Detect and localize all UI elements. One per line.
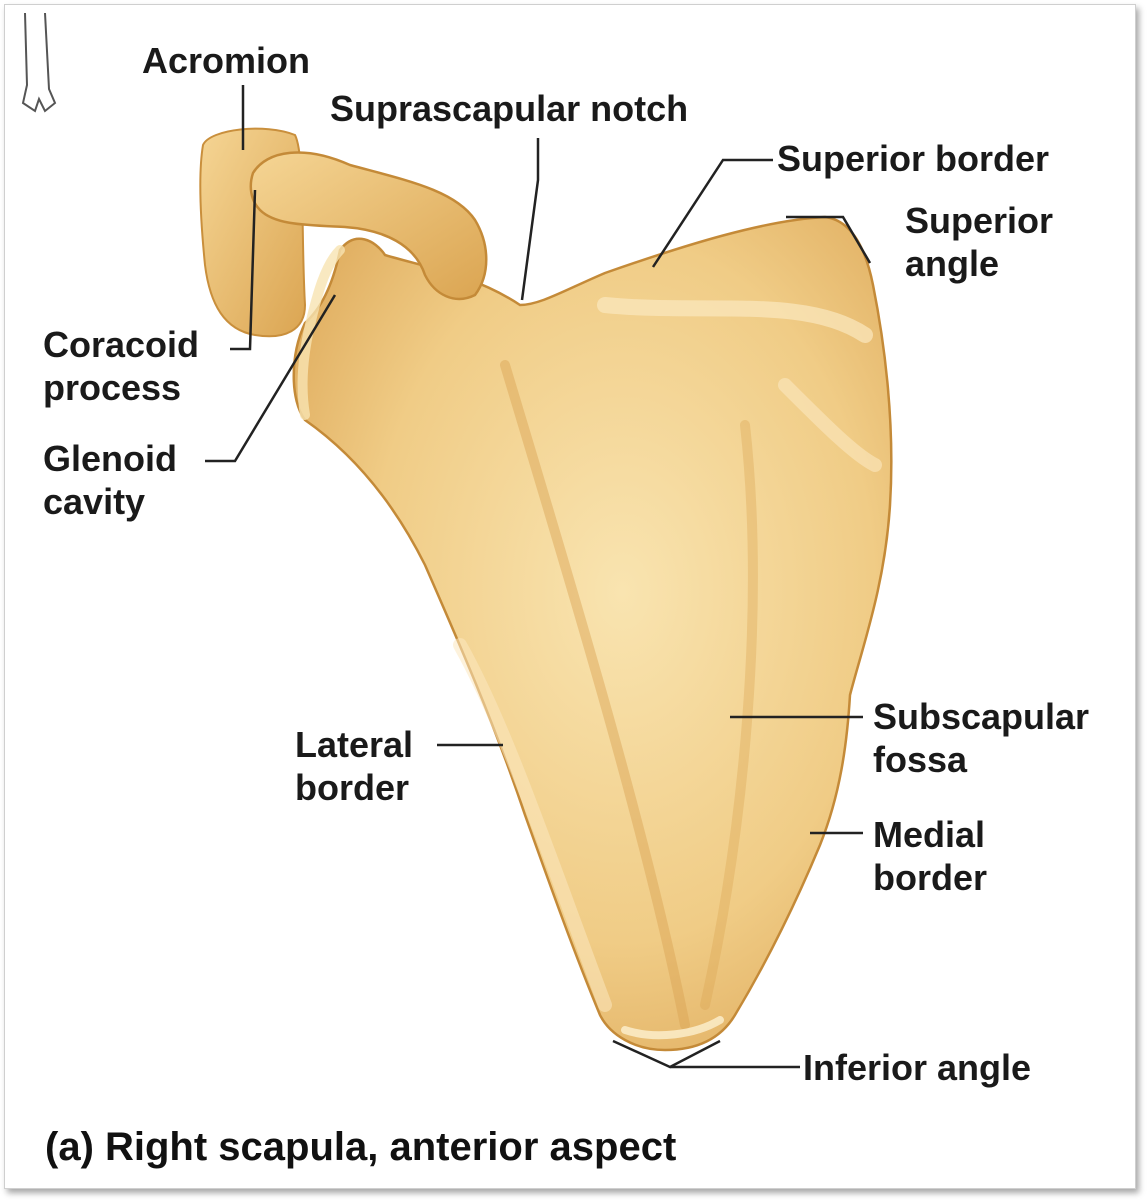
label-lateral-border-line2: border	[295, 767, 410, 808]
label-coracoid-process-line1: Coracoid	[43, 324, 200, 365]
label-lateral-border-line1: Lateral	[295, 724, 414, 765]
figure-caption: (a) Right scapula, anterior aspect	[45, 1125, 677, 1169]
label-medial-border-line2: border	[873, 857, 988, 898]
label-glenoid-cavity-line1: Glenoid	[43, 438, 177, 479]
label-acromion: Acromion	[142, 40, 311, 81]
label-subscapular-fossa-line2: fossa	[873, 739, 968, 780]
label-superior-angle-line1: Superior	[905, 200, 1054, 241]
figure-frame: Acromion Suprascapular notch Superior bo…	[4, 4, 1136, 1189]
coracoid-process-shape	[249, 151, 488, 301]
label-medial-border-line1: Medial	[873, 814, 986, 855]
orientation-thumbnail-icon	[21, 12, 57, 113]
label-superior-border: Superior border	[777, 138, 1050, 179]
leader-lines	[205, 85, 872, 1069]
label-coracoid-process-line2: process	[43, 367, 182, 408]
label-inferior-angle: Inferior angle	[803, 1047, 1032, 1088]
label-subscapular-fossa-line1: Subscapular	[873, 696, 1090, 737]
scapula-body	[292, 215, 893, 1052]
label-suprascapular-notch: Suprascapular notch	[330, 88, 689, 129]
label-glenoid-cavity-line2: cavity	[43, 481, 146, 522]
scapula-illustration	[21, 12, 893, 1069]
glenoid-shape	[297, 245, 345, 420]
label-superior-angle-line2: angle	[905, 243, 1000, 284]
